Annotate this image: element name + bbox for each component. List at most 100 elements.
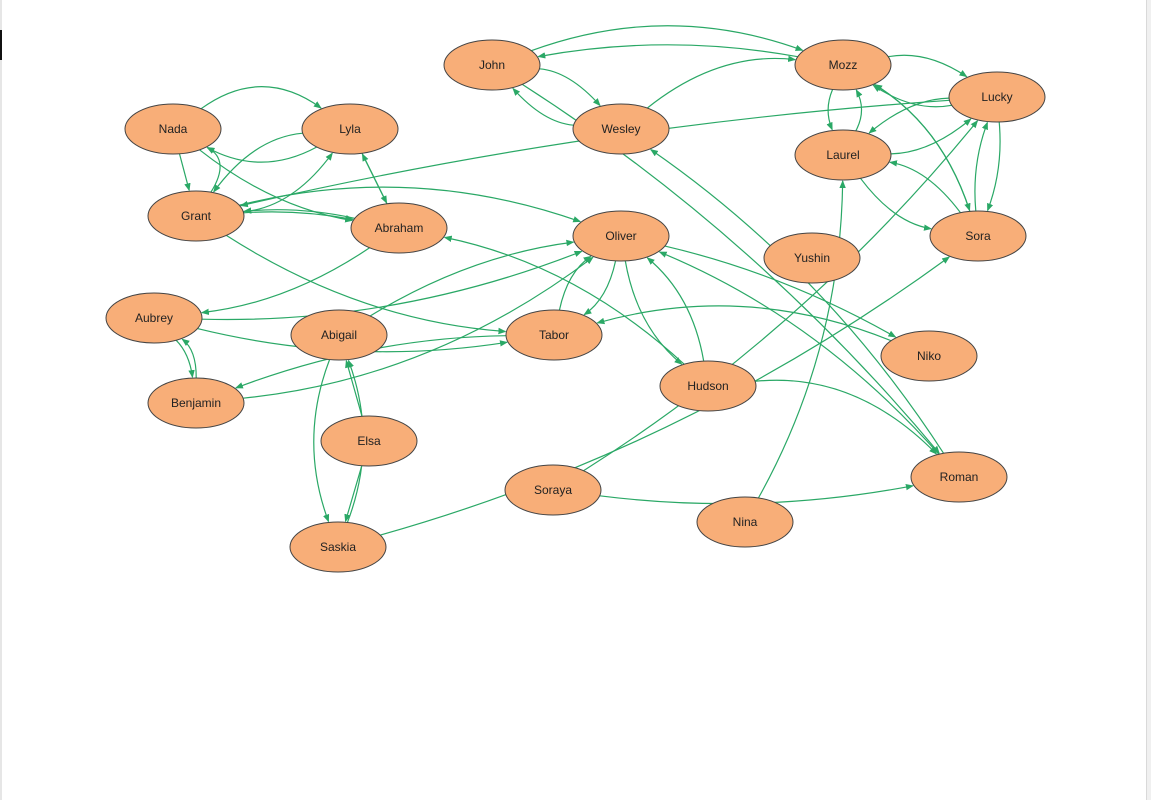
- node-label: Hudson: [687, 379, 728, 393]
- node-label: Saskia: [320, 540, 356, 554]
- node-ellipse[interactable]: [504, 464, 602, 516]
- node-label: John: [479, 58, 505, 72]
- node-label: Lucky: [981, 90, 1012, 104]
- node-label: Sora: [965, 229, 991, 243]
- node-oliver[interactable]: Oliver: [572, 210, 670, 262]
- edge-mozz-to-lucky: [888, 54, 968, 78]
- node-label: Wesley: [601, 122, 640, 136]
- node-label: Benjamin: [171, 396, 221, 410]
- node-niko[interactable]: Niko: [880, 330, 978, 382]
- node-ellipse[interactable]: [696, 496, 794, 548]
- node-sora[interactable]: Sora: [929, 210, 1027, 262]
- edge-oliver-to-niko: [664, 245, 897, 338]
- node-ellipse[interactable]: [124, 103, 222, 155]
- edge-nada-to-lyla: [200, 86, 322, 110]
- edge-grant-to-tabor: [225, 234, 507, 335]
- node-roman[interactable]: Roman: [910, 451, 1008, 503]
- edge-aubrey-to-oliver: [201, 250, 583, 321]
- node-nina[interactable]: Nina: [696, 496, 794, 548]
- node-ellipse[interactable]: [505, 309, 603, 361]
- node-label: Oliver: [605, 229, 636, 243]
- node-aubrey[interactable]: Aubrey: [105, 292, 203, 344]
- edge-hudson-to-oliver: [646, 257, 705, 362]
- node-hudson[interactable]: Hudson: [659, 360, 757, 412]
- node-label: Aubrey: [135, 311, 173, 325]
- edge-lyla-to-grant: [213, 132, 303, 193]
- node-ellipse[interactable]: [290, 309, 388, 361]
- edge-lyla-to-nada: [206, 146, 318, 163]
- edge-abraham-to-grant: [243, 207, 355, 219]
- node-label: Mozz: [829, 58, 858, 72]
- node-soraya[interactable]: Soraya: [504, 464, 602, 516]
- node-grant[interactable]: Grant: [147, 190, 245, 242]
- node-ellipse[interactable]: [105, 292, 203, 344]
- node-laurel[interactable]: Laurel: [794, 129, 892, 181]
- node-ellipse[interactable]: [147, 377, 245, 429]
- node-ellipse[interactable]: [443, 39, 541, 91]
- node-lucky[interactable]: Lucky: [948, 71, 1046, 123]
- edge-sora-to-mozz: [874, 84, 971, 212]
- node-label: Niko: [917, 349, 941, 363]
- edge-john-to-wesley: [539, 68, 601, 107]
- edge-nina-to-laurel: [757, 180, 846, 499]
- edge-oliver-to-tabor: [583, 260, 617, 316]
- edge-laurel-to-lucky: [890, 118, 972, 155]
- edge-roman-to-wesley: [649, 149, 945, 454]
- edge-wesley-to-john: [512, 87, 574, 126]
- edge-saskia-to-sora: [380, 256, 951, 536]
- node-label: Grant: [181, 209, 212, 223]
- node-ellipse[interactable]: [763, 232, 861, 284]
- node-elsa[interactable]: Elsa: [320, 415, 418, 467]
- node-ellipse[interactable]: [572, 103, 670, 155]
- edge-abraham-to-lyla: [361, 153, 388, 205]
- left-border: [0, 0, 2, 800]
- edge-laurel-to-sora: [860, 177, 932, 231]
- edge-sora-to-laurel: [889, 160, 961, 214]
- edge-abraham-to-aubrey: [200, 247, 370, 315]
- node-ellipse[interactable]: [929, 210, 1027, 262]
- edge-niko-to-tabor: [596, 305, 892, 342]
- edge-abigail-to-oliver: [369, 239, 575, 317]
- node-nada[interactable]: Nada: [124, 103, 222, 155]
- node-mozz[interactable]: Mozz: [794, 39, 892, 91]
- node-tabor[interactable]: Tabor: [505, 309, 603, 361]
- node-saskia[interactable]: Saskia: [289, 521, 387, 573]
- node-ellipse[interactable]: [350, 202, 448, 254]
- node-label: Yushin: [794, 251, 830, 265]
- node-ellipse[interactable]: [880, 330, 978, 382]
- node-ellipse[interactable]: [794, 129, 892, 181]
- edge-abigail-to-saskia: [313, 359, 331, 523]
- edge-benjamin-to-oliver: [243, 256, 594, 399]
- node-lyla[interactable]: Lyla: [301, 103, 399, 155]
- edge-grant-to-oliver: [239, 186, 582, 223]
- node-label: Abraham: [375, 221, 424, 235]
- edge-lucky-to-sora: [987, 121, 1001, 212]
- edge-wesley-to-mozz: [646, 55, 797, 109]
- node-ellipse[interactable]: [910, 451, 1008, 503]
- node-ellipse[interactable]: [320, 415, 418, 467]
- node-abigail[interactable]: Abigail: [290, 309, 388, 361]
- edge-laurel-to-mozz: [855, 89, 863, 132]
- node-ellipse[interactable]: [147, 190, 245, 242]
- edge-mozz-to-john: [537, 44, 798, 59]
- node-ellipse[interactable]: [948, 71, 1046, 123]
- edge-layer: [175, 25, 1001, 536]
- node-wesley[interactable]: Wesley: [572, 103, 670, 155]
- node-benjamin[interactable]: Benjamin: [147, 377, 245, 429]
- edge-aubrey-to-benjamin: [175, 339, 195, 379]
- node-ellipse[interactable]: [289, 521, 387, 573]
- node-yushin[interactable]: Yushin: [763, 232, 861, 284]
- node-ellipse[interactable]: [301, 103, 399, 155]
- node-label: Abigail: [321, 328, 357, 342]
- node-abraham[interactable]: Abraham: [350, 202, 448, 254]
- node-ellipse[interactable]: [659, 360, 757, 412]
- right-scrollbar-track[interactable]: [1146, 0, 1151, 800]
- edge-nada-to-grant: [178, 153, 191, 192]
- edge-elsa-to-abigail: [345, 359, 363, 417]
- edge-elsa-to-saskia: [344, 465, 363, 523]
- node-john[interactable]: John: [443, 39, 541, 91]
- node-ellipse[interactable]: [572, 210, 670, 262]
- node-ellipse[interactable]: [794, 39, 892, 91]
